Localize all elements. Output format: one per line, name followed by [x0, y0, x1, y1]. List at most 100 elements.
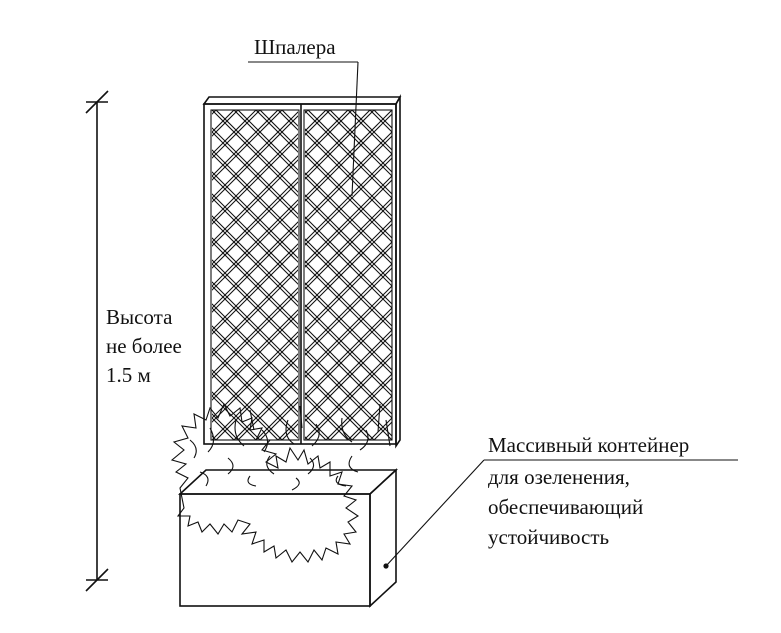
lattice-slat — [526, 90, 781, 460]
lattice-slat — [526, 90, 781, 460]
lattice-slat — [442, 90, 781, 460]
lattice-slat — [588, 90, 781, 460]
lattice-slat — [416, 90, 781, 460]
plant-foliage — [170, 402, 391, 564]
lattice-slat — [390, 90, 760, 460]
lattice-slat — [212, 391, 261, 440]
lattice-slat — [464, 90, 781, 460]
lattice-slat — [305, 150, 392, 239]
lattice-slat — [596, 90, 781, 460]
lattice-slat — [566, 90, 781, 460]
lattice-slat — [0, 90, 280, 460]
lattice-slat — [212, 307, 298, 395]
lattice-slat — [680, 90, 781, 460]
lattice-slat — [610, 90, 781, 460]
lattice-slat — [212, 417, 235, 440]
lattice-slat — [369, 417, 392, 440]
height-label-line-3: 1.5 м — [106, 363, 151, 387]
lattice-slat — [305, 392, 353, 440]
lattice-slat — [212, 197, 298, 285]
lattice-slat — [305, 326, 392, 415]
lattice-slat — [0, 90, 188, 460]
lattice-slat — [574, 90, 781, 460]
lattice-slat — [212, 110, 217, 115]
container-label-line-4: устойчивость — [488, 525, 609, 549]
lattice-slat — [305, 110, 309, 114]
lattice-slat — [305, 110, 327, 132]
lattice-slat — [478, 90, 781, 460]
lattice-slat — [305, 242, 392, 331]
lattice-slat — [570, 90, 781, 460]
lattice-slat — [0, 90, 166, 460]
lattice-left — [0, 90, 781, 460]
lattice-slat — [574, 90, 781, 460]
lattice-slat — [212, 110, 261, 159]
lattice-slat — [460, 90, 781, 460]
lattice-slat — [0, 90, 166, 460]
lattice-slat — [0, 90, 210, 460]
lattice-slat — [350, 90, 720, 460]
lattice-slat — [614, 90, 781, 460]
lattice-slat — [680, 90, 781, 460]
lattice-slat — [212, 435, 217, 440]
lattice-slat — [508, 90, 781, 460]
lattice-slat — [438, 90, 781, 460]
lattice-slat — [0, 90, 324, 460]
lattice-slat — [500, 90, 781, 460]
container-label: Массивный контейнер для озеленения, обес… — [488, 433, 695, 549]
lattice-slat — [305, 110, 392, 199]
lattice-slat — [394, 90, 764, 460]
lattice-slat — [305, 304, 392, 393]
lattice-slat — [212, 149, 298, 237]
lattice-slat — [610, 90, 781, 460]
lattice-slat — [614, 90, 781, 460]
lattice-slat — [212, 353, 298, 440]
lattice-slat — [212, 285, 298, 373]
lattice-slat — [372, 90, 742, 460]
lattice-slat — [640, 90, 781, 460]
lattice-slat — [212, 395, 257, 440]
lattice-slat — [212, 131, 298, 219]
lattice-slat — [212, 115, 298, 203]
lattice-slat — [662, 90, 781, 460]
lattice-slat — [548, 90, 781, 460]
lattice-slat — [526, 90, 781, 460]
lattice-slat — [212, 110, 239, 137]
lattice-slat — [369, 110, 392, 133]
lattice-slat — [522, 90, 781, 460]
trellis-label: Шпалера — [254, 35, 336, 59]
lattice-slat — [305, 436, 309, 440]
lattice-slat — [0, 90, 302, 460]
lattice-slat — [416, 90, 781, 460]
lattice-slat — [305, 110, 331, 136]
lattice-slat — [592, 90, 781, 460]
lattice-slat — [0, 90, 280, 460]
lattice-slat — [412, 90, 781, 460]
lattice-slat — [280, 90, 650, 460]
lattice-slat — [416, 90, 781, 460]
lattice-slat — [614, 90, 781, 460]
lattice-slat — [277, 110, 298, 131]
lattice-slat — [305, 370, 375, 440]
lattice-slat — [636, 90, 781, 460]
lattice-slat — [305, 157, 392, 246]
lattice-slat — [438, 90, 781, 460]
lattice-slat — [702, 90, 781, 460]
lattice-slat — [212, 413, 239, 440]
lattice-slat — [0, 90, 306, 460]
container-label-line-3: обеспечивающий — [488, 495, 643, 519]
lattice-slat — [486, 90, 781, 460]
lattice-slat — [420, 90, 781, 460]
lattice-slat — [500, 90, 781, 460]
lattice-slat — [416, 90, 781, 460]
lattice-slat — [372, 90, 742, 460]
lattice-slat — [592, 90, 781, 460]
lattice-slat — [482, 90, 781, 460]
lattice-slat — [347, 395, 392, 440]
lattice-slat — [434, 90, 781, 460]
lattice-slat — [376, 90, 746, 460]
lattice-right — [0, 90, 781, 460]
lattice-slat — [464, 90, 781, 460]
lattice-slat — [368, 90, 738, 460]
lattice-slat — [329, 377, 392, 440]
